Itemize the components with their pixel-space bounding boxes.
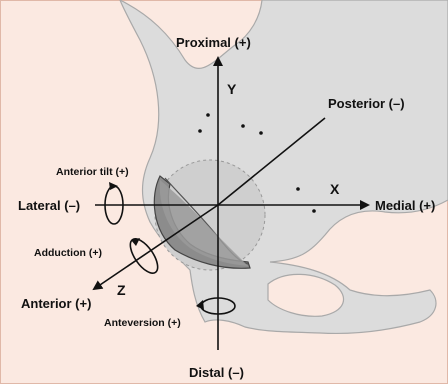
label-anterior-tilt: Anterior tilt (+) bbox=[56, 166, 129, 178]
label-adduction: Adduction (+) bbox=[34, 247, 102, 259]
label-medial: Medial (+) bbox=[375, 198, 435, 213]
label-lateral: Lateral (–) bbox=[18, 198, 80, 213]
label-posterior: Posterior (–) bbox=[328, 96, 405, 111]
label-anteversion: Anteversion (+) bbox=[104, 317, 181, 329]
label-proximal: Proximal (+) bbox=[176, 35, 251, 50]
label-axis-z: Z bbox=[117, 282, 126, 298]
label-axis-x: X bbox=[330, 181, 340, 197]
label-distal: Distal (–) bbox=[189, 365, 244, 380]
label-anterior: Anterior (+) bbox=[21, 296, 91, 311]
label-axis-y: Y bbox=[227, 81, 237, 97]
pelvis-bone bbox=[120, 0, 448, 333]
